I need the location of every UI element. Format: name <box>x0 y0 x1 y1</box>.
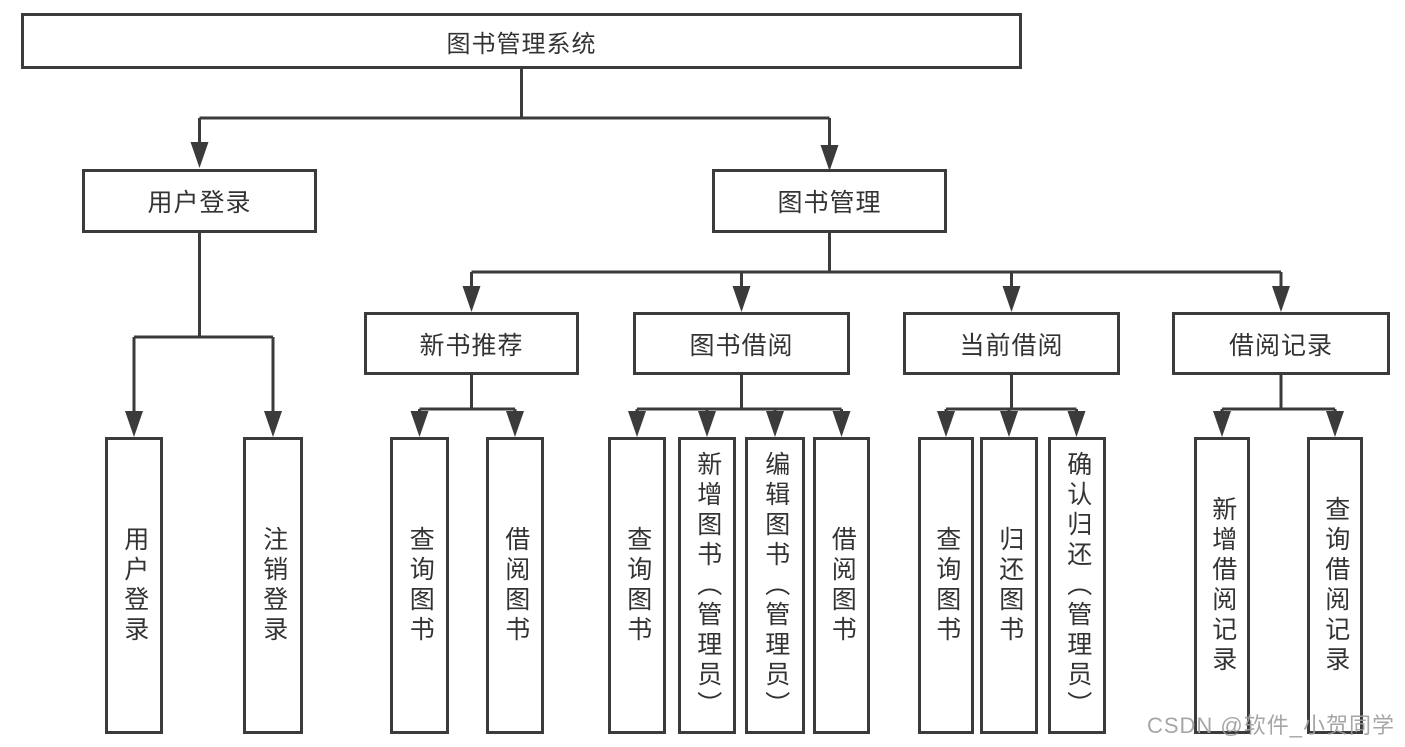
node-leaf-query-books-1: 查询图书 <box>390 437 449 734</box>
arrowheads <box>125 142 1344 437</box>
node-book-management: 图书管理 <box>712 169 947 233</box>
node-leaf-confirm-return-admin: 确认归还（管理员） <box>1048 437 1106 734</box>
node-leaf-return-books: 归还图书 <box>980 437 1038 734</box>
node-user-login-group: 用户登录 <box>82 169 317 233</box>
node-leaf-borrow-books-2: 借阅图书 <box>813 437 870 734</box>
node-leaf-logout: 注销登录 <box>243 437 303 734</box>
node-leaf-add-books-admin: 新增图书（管理员） <box>678 437 736 734</box>
watermark: CSDN @软件_小贺同学 <box>1146 713 1395 738</box>
node-leaf-edit-books-admin: 编辑图书（管理员） <box>745 437 805 734</box>
node-leaf-query-books-2: 查询图书 <box>608 437 666 734</box>
node-library-management-system: 图书管理系统 <box>21 13 1022 69</box>
node-leaf-query-borrow-record: 查询借阅记录 <box>1307 437 1363 734</box>
node-leaf-add-borrow-record: 新增借阅记录 <box>1194 437 1250 734</box>
node-book-borrow: 图书借阅 <box>633 312 850 375</box>
node-new-book-recommend: 新书推荐 <box>364 312 579 375</box>
node-current-borrow: 当前借阅 <box>903 312 1120 375</box>
node-leaf-query-books-3: 查询图书 <box>918 437 974 734</box>
node-borrow-records: 借阅记录 <box>1172 312 1390 375</box>
node-leaf-borrow-books-1: 借阅图书 <box>486 437 544 734</box>
node-leaf-user-login: 用户登录 <box>105 437 163 734</box>
